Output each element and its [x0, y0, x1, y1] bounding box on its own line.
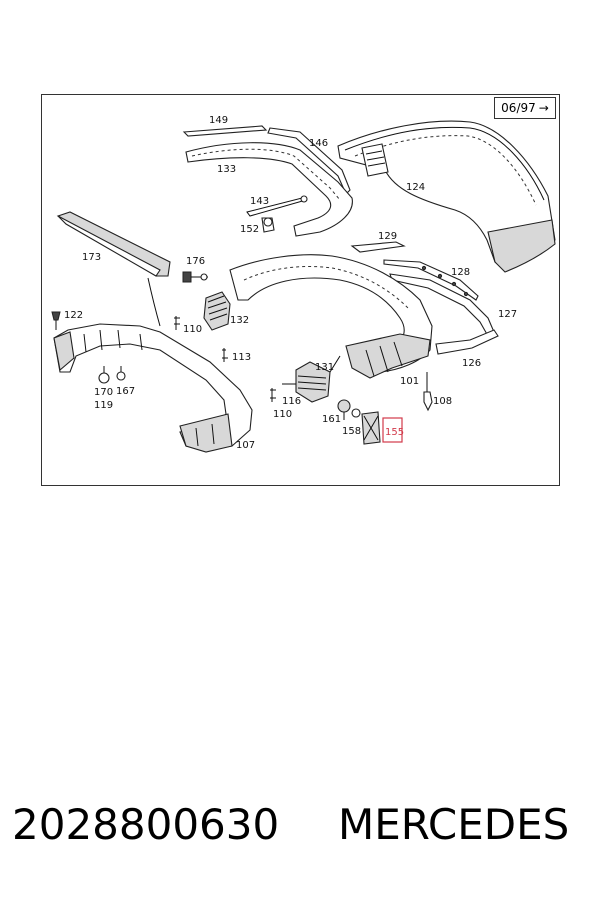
callout-146: 146 — [309, 138, 328, 149]
part-108-bolt — [423, 372, 433, 412]
part-170-167-fasteners — [98, 366, 126, 384]
date-code-box: 06/97 → — [494, 97, 556, 119]
part-101-bumper-support — [229, 254, 433, 379]
callout-128: 128 — [451, 267, 470, 278]
callout-122: 122 — [64, 310, 83, 321]
part-176-bolt — [182, 271, 208, 283]
part-124-bumper-cover — [337, 120, 556, 273]
part-number: 2028800630 — [12, 800, 280, 849]
part-132-grille — [203, 291, 231, 331]
callout-143: 143 — [250, 196, 269, 207]
date-code: 06/97 — [501, 101, 536, 115]
part-131-grille — [295, 361, 331, 403]
callout-127: 127 — [498, 309, 517, 320]
diagram-frame — [41, 94, 560, 486]
callout-129: 129 — [378, 231, 397, 242]
callout-161: 161 — [322, 414, 341, 425]
callout-labels: 149 146 133 124 143 152 129 173 176 128 … — [64, 115, 517, 451]
callout-126: 126 — [462, 358, 481, 369]
callout-133: 133 — [217, 164, 236, 175]
callout-110-lower: 110 — [273, 409, 292, 420]
part-116-110-clips — [270, 383, 296, 402]
callout-155-highlight-box — [382, 417, 403, 443]
callout-131: 131 — [315, 362, 334, 373]
callout-149: 149 — [209, 115, 228, 126]
callout-116: 116 — [282, 396, 301, 407]
callout-167: 167 — [116, 386, 135, 397]
part-149-146-133-trim — [182, 125, 353, 237]
part-143-152-rod-clip — [246, 195, 308, 233]
callout-110-upper: 110 — [183, 324, 202, 335]
callout-119: 119 — [94, 400, 113, 411]
callout-170: 170 — [94, 387, 113, 398]
callout-108: 108 — [433, 396, 452, 407]
part-107-lower-beam — [53, 323, 253, 453]
part-161-158-155 — [337, 399, 381, 445]
callout-113: 113 — [232, 352, 251, 363]
arrow-right-icon: → — [538, 101, 549, 115]
part-122-110-113-clips — [51, 311, 228, 362]
callout-107: 107 — [236, 440, 255, 451]
callout-101: 101 — [400, 376, 419, 387]
callout-155: 155 — [385, 427, 404, 438]
callout-176: 176 — [186, 256, 205, 267]
callout-158: 158 — [342, 426, 361, 437]
brand-name: MERCEDES — [338, 800, 570, 849]
part-173-trim-strip — [56, 211, 171, 327]
part-129-128-127-126-strips — [350, 241, 499, 355]
footer: 2028800630 MERCEDES — [12, 800, 592, 860]
callout-152: 152 — [240, 224, 259, 235]
callout-173: 173 — [82, 252, 101, 263]
callout-124: 124 — [406, 182, 425, 193]
callout-132: 132 — [230, 315, 249, 326]
